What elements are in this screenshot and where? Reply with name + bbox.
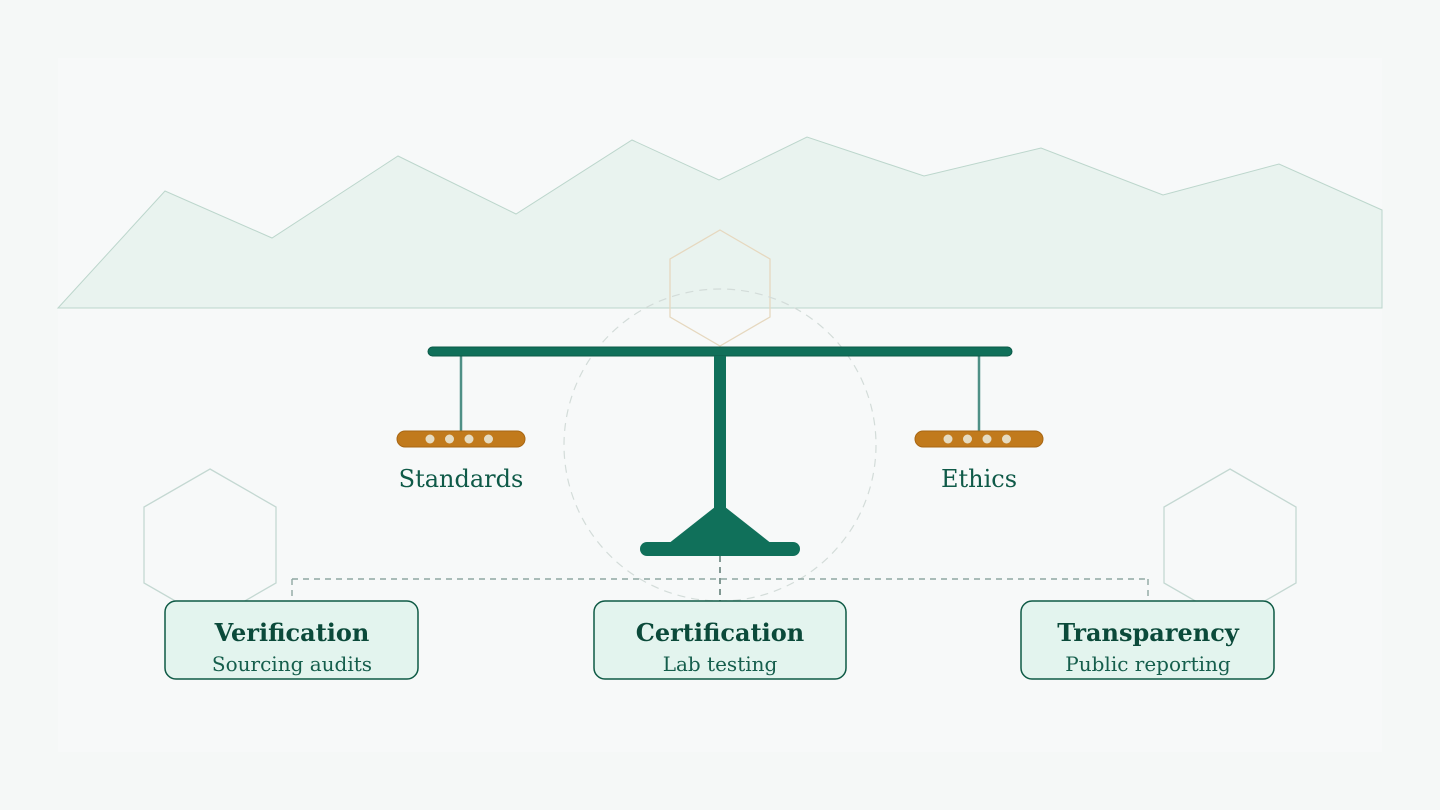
scale-post (714, 356, 726, 508)
hexagon-top (669, 229, 771, 347)
scale-beam (427, 346, 1013, 357)
scale-base-triangle (668, 503, 772, 544)
pillar-title: Certification (636, 618, 805, 647)
scale-base (640, 542, 800, 556)
left-pan-label: Standards (399, 465, 524, 493)
mountain-backdrop (56, 136, 1383, 309)
pillar-verification: Verification Sourcing audits (164, 600, 419, 680)
connectors (291, 556, 1149, 601)
pillar-subtitle: Lab testing (663, 652, 778, 676)
pillar-title: Transparency (1057, 618, 1240, 647)
pillar-subtitle: Public reporting (1065, 652, 1231, 676)
left-pan (396, 430, 526, 448)
pillar-title: Verification (214, 618, 370, 647)
pillar-subtitle: Sourcing audits (212, 652, 372, 676)
scale-icon (396, 346, 1044, 556)
pillar-transparency: Transparency Public reporting (1020, 600, 1275, 680)
pillar-certification: Certification Lab testing (593, 600, 847, 680)
right-pan-label: Ethics (941, 465, 1017, 493)
right-pan (914, 430, 1044, 448)
